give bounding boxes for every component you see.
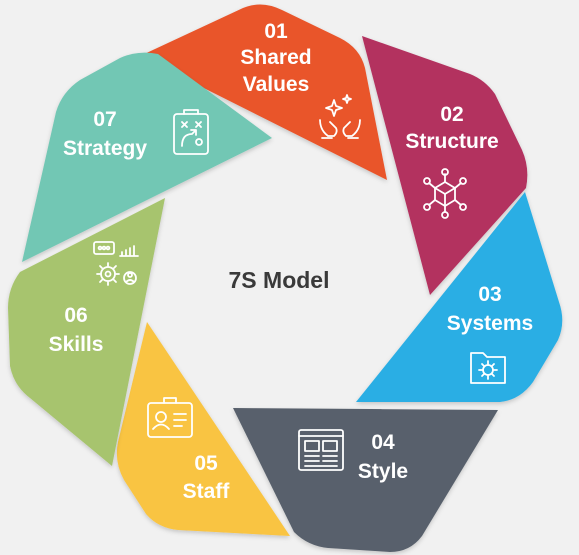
segment-shared-values[interactable] bbox=[140, 4, 387, 181]
segment-label-line: Shared bbox=[240, 46, 311, 69]
label-skills: 06 Skills bbox=[49, 304, 104, 356]
segment-label-line: Skills bbox=[49, 333, 104, 356]
segment-label-line: Values bbox=[243, 73, 310, 96]
label-shared-values: 01 Shared Values bbox=[240, 20, 311, 96]
segment-number: 07 bbox=[93, 108, 116, 131]
segment-icons bbox=[93, 94, 506, 471]
segment-skills[interactable] bbox=[8, 198, 165, 466]
segment-number: 04 bbox=[371, 431, 395, 454]
label-staff: 05 Staff bbox=[183, 452, 231, 503]
label-style: 04 Style bbox=[358, 431, 408, 483]
segment-label-line: Style bbox=[358, 460, 408, 483]
segment-labels: 01 Shared Values 02 Structure 03 Systems… bbox=[49, 20, 534, 503]
segment-label-line: Systems bbox=[447, 312, 533, 335]
segment-number: 01 bbox=[264, 20, 288, 43]
segment-staff[interactable] bbox=[116, 322, 290, 536]
label-structure: 02 Structure bbox=[405, 103, 498, 153]
segment-systems[interactable] bbox=[356, 192, 563, 402]
clipboard-tactics-icon bbox=[173, 109, 209, 155]
segment-structure[interactable] bbox=[362, 36, 528, 295]
segment-number: 06 bbox=[64, 304, 87, 327]
id-card-icon bbox=[147, 397, 193, 438]
hands-sparkle-icon bbox=[319, 94, 361, 139]
label-strategy: 07 Strategy bbox=[63, 108, 147, 160]
segment-number: 03 bbox=[478, 283, 501, 306]
center-title: 7S Model bbox=[229, 267, 330, 293]
segment-label-line: Staff bbox=[183, 480, 231, 503]
segment-label-line: Strategy bbox=[63, 137, 147, 160]
segment-strategy[interactable] bbox=[22, 52, 272, 262]
segment-number: 05 bbox=[194, 452, 218, 475]
network-cube-icon bbox=[423, 168, 467, 219]
segment-number: 02 bbox=[440, 103, 463, 126]
folder-gear-icon bbox=[470, 352, 506, 384]
layout-board-icon bbox=[298, 429, 344, 471]
label-systems: 03 Systems bbox=[447, 283, 533, 335]
gears-skills-icon bbox=[93, 241, 139, 286]
segment-label-line: Structure bbox=[405, 130, 498, 153]
